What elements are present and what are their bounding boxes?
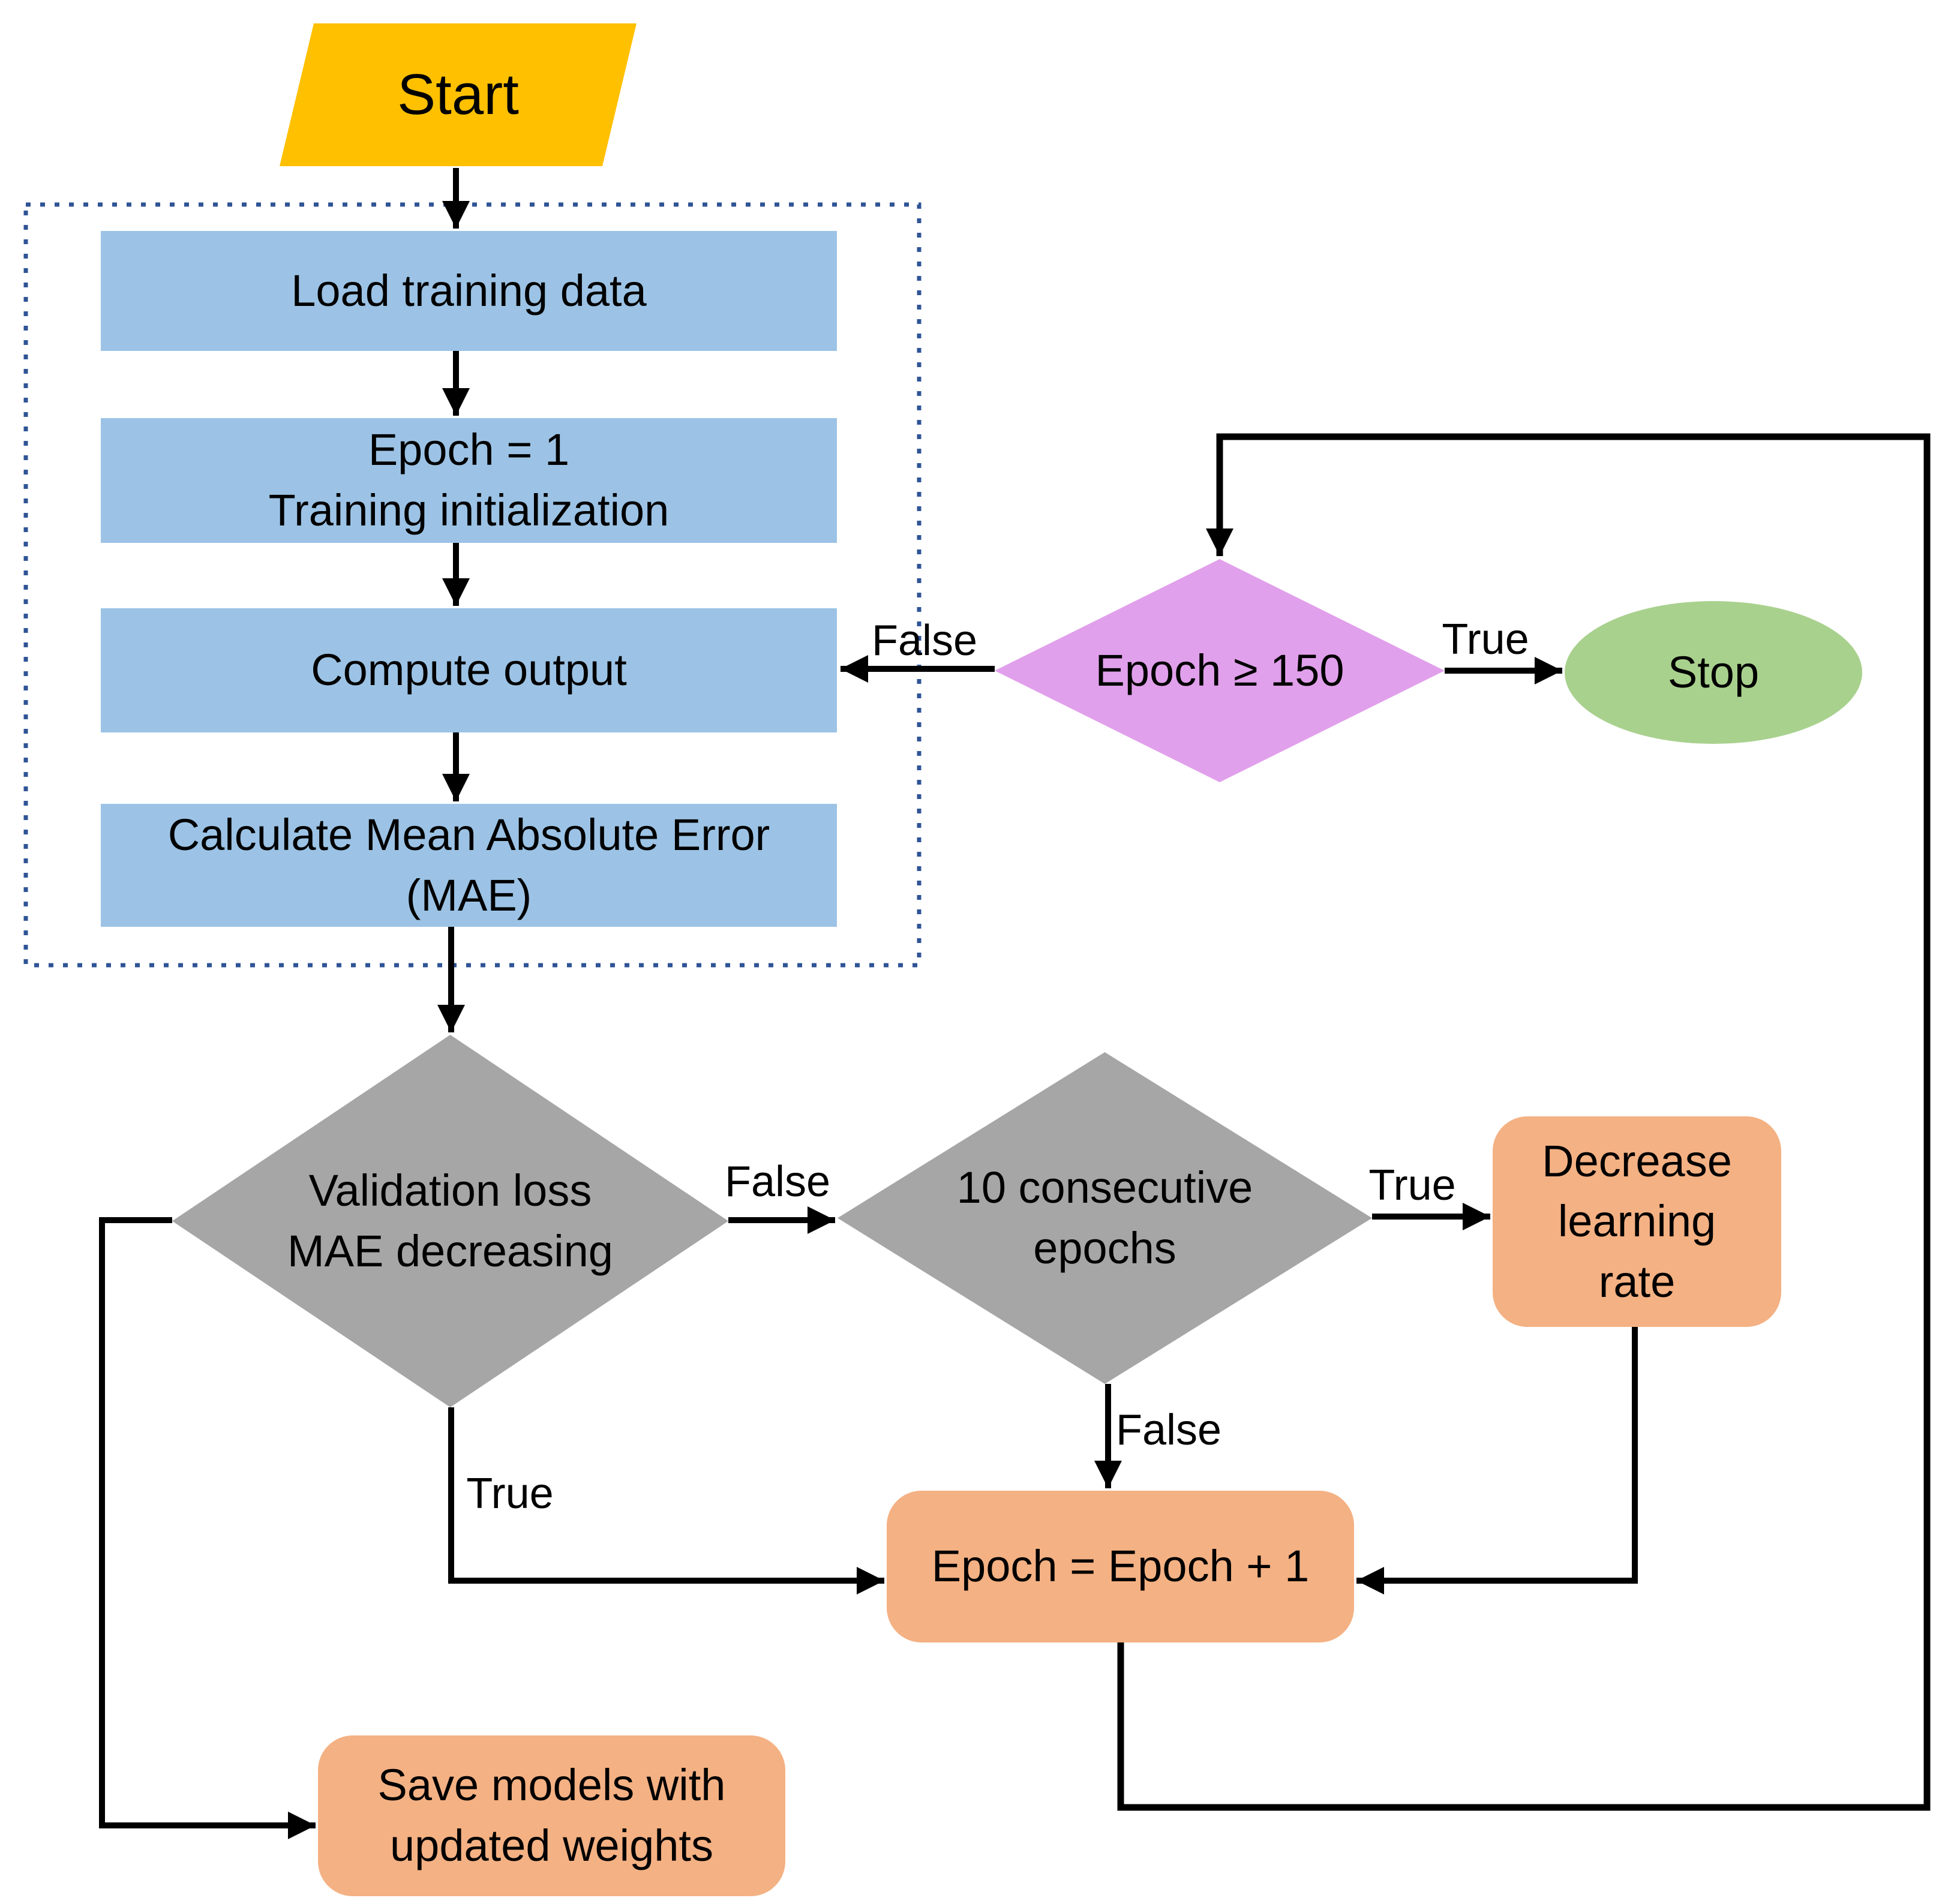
node-save-models-label: Save models with updated weights — [377, 1760, 726, 1870]
node-compute-output-label: Compute output — [311, 645, 627, 695]
edge-label-consecutive-false: False — [1115, 1406, 1222, 1454]
node-stop-label: Stop — [1667, 647, 1760, 697]
edge-label-validation-true: True — [466, 1470, 554, 1518]
edge-label-epoch-check-true: True — [1442, 615, 1529, 663]
node-load-training-data-label: Load training data — [291, 265, 647, 316]
node-increment-epoch-label: Epoch = Epoch + 1 — [931, 1541, 1310, 1591]
edge-validation-left-to-save — [99, 1217, 316, 1839]
edge-label-consecutive-true: True — [1368, 1161, 1456, 1209]
edge-label-validation-false: False — [724, 1158, 831, 1206]
node-save-models: Save models with updated weights — [318, 1735, 785, 1896]
node-calculate-mae: Calculate Mean Absolute Error (MAE) — [101, 804, 837, 927]
edge-validation-true-to-increment — [448, 1407, 884, 1594]
edge-decrease-to-increment — [1356, 1327, 1638, 1594]
node-start-label: Start — [397, 62, 519, 127]
node-compute-output: Compute output — [101, 608, 837, 732]
node-stop: Stop — [1565, 601, 1862, 744]
node-training-initialization: Epoch = 1 Training initialization — [101, 418, 837, 543]
training-block-dotted-border — [23, 202, 922, 968]
node-epoch-check-label: Epoch ≥ 150 — [1095, 645, 1344, 695]
node-calculate-mae-label: Calculate Mean Absolute Error (MAE) — [167, 809, 770, 920]
edge-increment-loop-to-epochcheck — [1117, 433, 1931, 1811]
node-increment-epoch: Epoch = Epoch + 1 — [887, 1491, 1354, 1642]
node-consecutive-epochs-label: 10 consecutive epochs — [956, 1162, 1253, 1273]
edge-label-epoch-check-false: False — [871, 617, 978, 665]
node-decrease-learning-rate-label: Decrease learning rate — [1542, 1136, 1732, 1307]
node-decrease-learning-rate: Decrease learning rate — [1493, 1116, 1781, 1327]
node-load-training-data: Load training data — [101, 231, 837, 351]
node-start: Start — [280, 23, 637, 166]
node-training-initialization-label: Epoch = 1 Training initialization — [268, 425, 670, 535]
node-validation-loss-label: Validation loss MAE decreasing — [287, 1165, 613, 1276]
